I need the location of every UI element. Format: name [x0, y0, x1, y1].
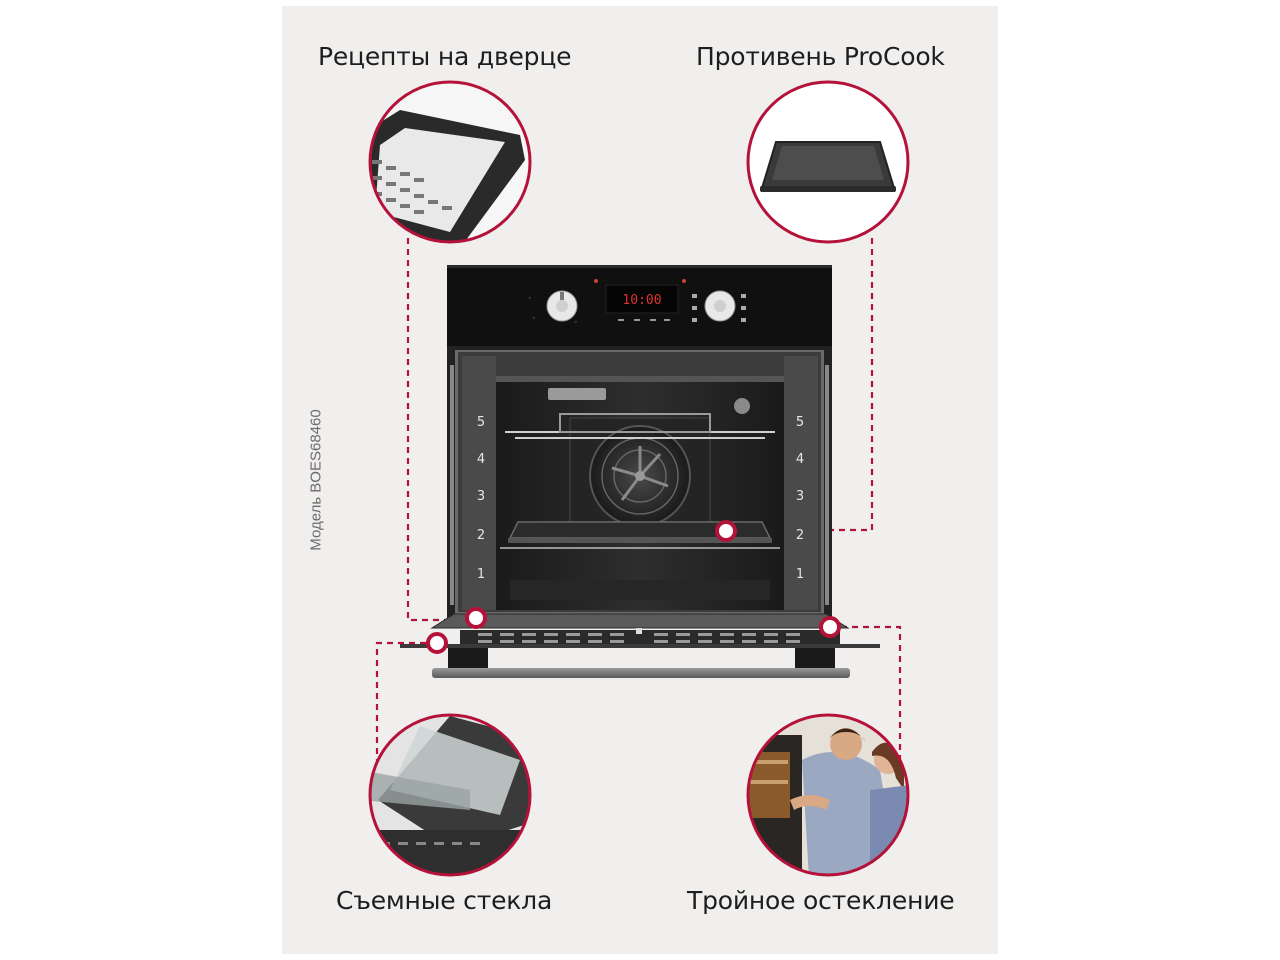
tray-detail-circle	[746, 80, 910, 244]
glass-pin	[426, 632, 448, 654]
rack-level-right: 2	[796, 528, 804, 543]
triple-detail-circle	[746, 713, 910, 877]
rack-level-left: 5	[477, 415, 485, 430]
glass-callout-line	[375, 641, 437, 765]
left-knob: ◦ ◦ ◦	[528, 290, 578, 326]
baking-tray	[500, 521, 780, 549]
oven: ◦ ◦ ◦ 10:00	[400, 265, 880, 678]
wire-rack	[505, 413, 775, 439]
triple-callout-line	[830, 625, 902, 765]
rack-level-right: 4	[796, 452, 804, 467]
oven-display	[605, 284, 679, 314]
feature-label-removable-glass: Съемные стекла	[336, 886, 553, 915]
rack-level-left: 1	[477, 567, 485, 582]
svg-text:◦: ◦	[574, 319, 578, 326]
recipes-detail-circle	[368, 80, 532, 244]
feature-label-procook-tray: Противень ProCook	[696, 42, 945, 71]
feature-label-triple-glazing: Тройное остекление	[687, 886, 955, 915]
svg-text:◦: ◦	[532, 315, 536, 322]
rack-level-right: 1	[796, 567, 804, 582]
rack-level-right: 5	[796, 415, 804, 430]
callout-pins	[426, 520, 841, 654]
oven-door	[400, 613, 880, 678]
recipes-pin	[465, 607, 487, 629]
door-handle	[432, 668, 850, 678]
right-knob	[692, 290, 746, 322]
tray-pin	[715, 520, 737, 542]
rack-level-left: 3	[477, 489, 485, 504]
rack-level-right: 3	[796, 489, 804, 504]
rack-level-left: 2	[477, 528, 485, 543]
rack-level-numbers: 5 4 3 2 1 5 4 3 2 1	[477, 415, 804, 582]
display-time: 10:00	[622, 293, 661, 308]
rack-level-left: 4	[477, 452, 485, 467]
feature-label-recipes-on-door: Рецепты на дверце	[318, 42, 572, 71]
glass-detail-circle	[368, 713, 532, 877]
triple-pin	[819, 616, 841, 638]
model-label: Модель BOES68460	[307, 409, 325, 551]
svg-text:◦: ◦	[528, 295, 532, 302]
